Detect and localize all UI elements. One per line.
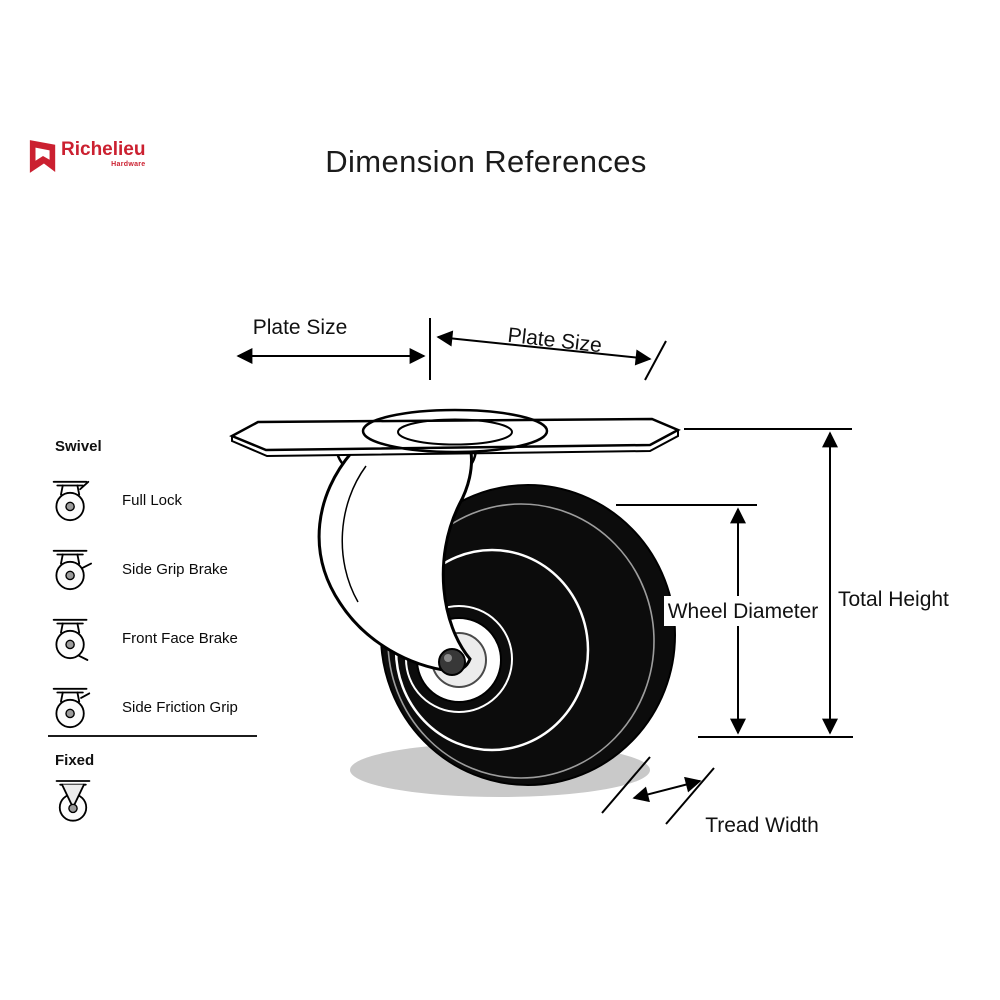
- plate-size-left-label: Plate Size: [253, 316, 348, 339]
- plate-size-right-arrow: [436, 330, 652, 366]
- list-item-label: Front Face Brake: [122, 630, 238, 647]
- list-item-full-lock: Full Lock: [50, 466, 280, 535]
- richelieu-logo-mark-icon: [29, 140, 56, 173]
- tread-width-label: Tread Width: [705, 814, 819, 837]
- mounting-plate: [229, 408, 681, 458]
- caster-full-lock-icon: [52, 480, 90, 521]
- list-item-front-face-brake: Front Face Brake: [50, 604, 280, 673]
- page-title: Dimension References: [325, 144, 647, 179]
- fixed-section-header: Fixed: [55, 752, 95, 769]
- logo-tagline-text: Hardware: [111, 161, 146, 168]
- richelieu-logo: Richelieu Hardware: [28, 137, 145, 175]
- logo-brand-text: Richelieu: [61, 139, 146, 160]
- fixed-caster-item: [52, 776, 94, 828]
- plate-size-right-label: Plate Size: [506, 324, 603, 358]
- sidebar-divider: [48, 735, 257, 737]
- caster-fixed-icon: [55, 780, 91, 822]
- caster-side-friction-grip-icon: [52, 687, 91, 728]
- list-item-side-friction-grip: Side Friction Grip: [50, 673, 280, 742]
- swivel-section-header: Swivel: [55, 438, 102, 455]
- caster-front-face-brake-icon: [52, 618, 89, 661]
- list-item-label: Side Friction Grip: [122, 699, 238, 716]
- axle-nut: [438, 648, 466, 676]
- wheel-diameter-label: Wheel Diameter: [668, 600, 819, 623]
- list-item-side-grip-brake: Side Grip Brake: [50, 535, 280, 604]
- total-height-label: Total Height: [838, 588, 949, 611]
- list-item-label: Side Grip Brake: [122, 561, 228, 578]
- logo-text: Richelieu Hardware: [61, 140, 145, 168]
- tread-edge-line-1: [601, 756, 651, 814]
- plate-right-extension-tick: [644, 340, 667, 381]
- tread-width-arrow: [632, 776, 702, 803]
- axle-highlight: [444, 654, 452, 662]
- list-item-label: Full Lock: [122, 492, 183, 509]
- wheel-diameter-label-bg: [664, 596, 822, 626]
- swivel-fork: [317, 446, 478, 673]
- swivel-options-list: Full Lock Side Grip Brake: [50, 466, 280, 742]
- caster-side-grip-brake-icon: [52, 549, 92, 590]
